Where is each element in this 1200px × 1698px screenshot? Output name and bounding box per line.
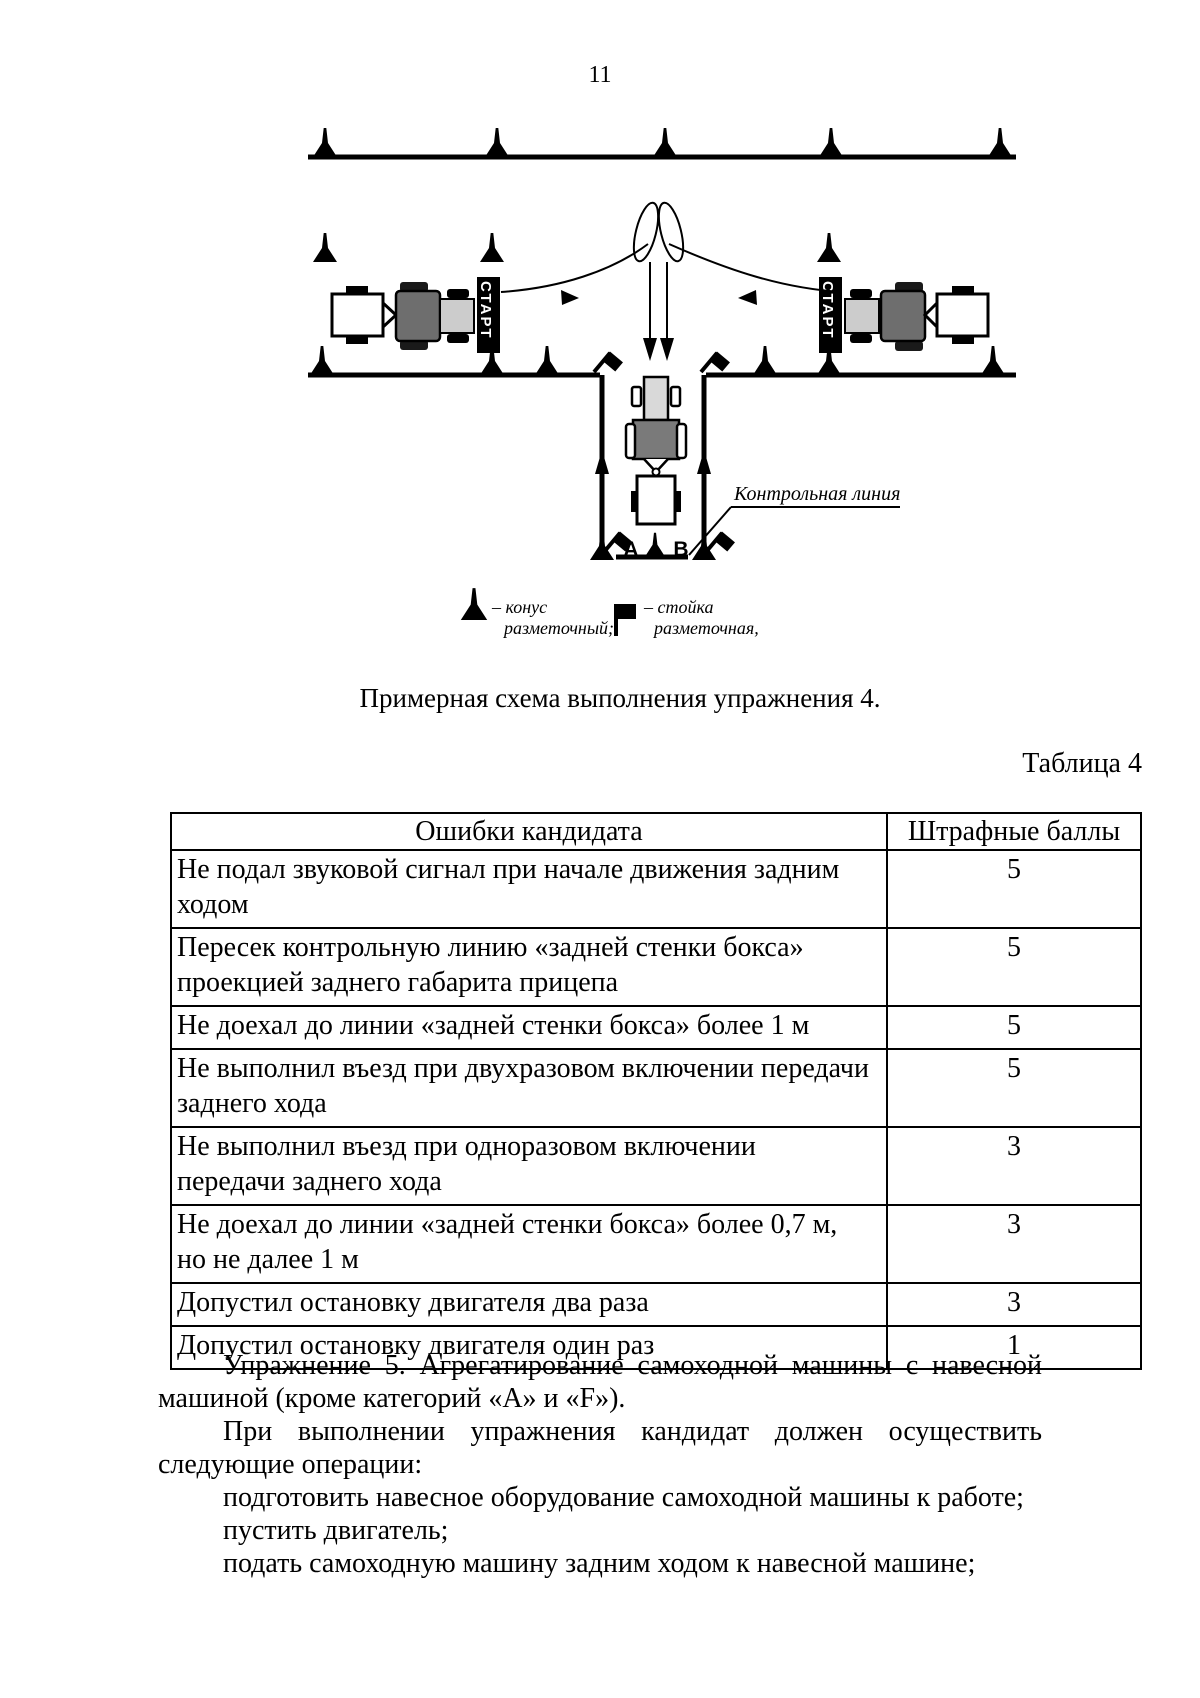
- marker-b-label: B: [673, 538, 688, 561]
- tractor-wheel: [895, 282, 923, 292]
- tractor-hood: [844, 298, 880, 334]
- points-cell: 1: [886, 1325, 1142, 1370]
- paragraph-operation-3: подать самоходную машину задним ходом к …: [223, 1548, 976, 1579]
- points-cell: 3: [886, 1204, 1142, 1284]
- legend-stand-icon: [614, 604, 636, 636]
- error-cell: Не подал звуковой сигнал при начале движ…: [170, 849, 888, 929]
- callout-leader: [688, 506, 732, 556]
- page-number: 11: [588, 62, 612, 88]
- trailer-wheel: [952, 336, 974, 344]
- tractor-cab: [394, 289, 442, 343]
- table-row: Не подал звуковой сигнал при начале движ…: [170, 849, 1142, 929]
- wall-arrow-up: [697, 450, 711, 474]
- table-label: Таблица 4: [1022, 748, 1142, 779]
- exercise5-text: Упражнение 5. Агрегатирование самоходной…: [158, 1349, 1042, 1580]
- lower-boundary-line: [308, 346, 1016, 378]
- trailer: [635, 474, 677, 526]
- control-line-label: Контрольная линия: [733, 483, 900, 505]
- legend-cone-line1: – конус: [491, 597, 547, 617]
- trailer-wheel: [631, 491, 638, 512]
- path-arrow-right: [561, 290, 579, 305]
- table-row: Допустил остановку двигателя два раза 3: [170, 1282, 1142, 1327]
- tractor-hood: [642, 375, 670, 422]
- path-arrow-left: [738, 290, 757, 305]
- wall-arrow-up: [595, 450, 609, 474]
- tractor-wheel: [895, 341, 923, 351]
- tractor-wheel: [850, 334, 872, 343]
- paragraph-operation-1: подготовить навесное оборудование самохо…: [223, 1482, 1024, 1513]
- middle-cone-row: [313, 233, 841, 262]
- penalty-table: Ошибки кандидата Штрафные баллы Не подал…: [170, 812, 1142, 1370]
- trailer: [330, 292, 385, 338]
- legend-cone-line2: разметочный;: [502, 618, 614, 638]
- tractor-wheel: [669, 385, 682, 408]
- start-sign-right: [819, 277, 842, 353]
- start-sign-left: [477, 277, 500, 353]
- hitch-ring: [651, 467, 661, 477]
- error-cell: Допустил остановку двигателя два раза: [170, 1282, 888, 1327]
- trailer-wheel: [952, 286, 974, 294]
- tractor-cab: [879, 289, 927, 343]
- tractor-wheel: [447, 289, 469, 298]
- trailer-wheel: [346, 286, 368, 294]
- column-header-points: Штрафные баллы: [886, 812, 1142, 851]
- tractor-cab: [631, 418, 681, 461]
- points-cell: 5: [886, 1005, 1142, 1050]
- stand-flag: [591, 349, 625, 385]
- trailer: [935, 292, 990, 338]
- points-cell: 5: [886, 927, 1142, 1007]
- manoeuvre-path: [500, 201, 842, 361]
- descent-arrow: [660, 338, 674, 361]
- legend-stand-line2: разметочная,: [652, 618, 759, 638]
- marker-a-label: A: [623, 538, 638, 561]
- top-boundary-line: [308, 128, 1016, 160]
- reversing-box: A B: [590, 349, 737, 565]
- error-cell: Пересек контрольную линию «задней стенки…: [170, 927, 888, 1007]
- points-cell: 5: [886, 1048, 1142, 1128]
- box-tractor-unit: [624, 375, 688, 526]
- tractor-wheel: [624, 422, 637, 460]
- exercise-diagram: СТАРТ СТАРТ: [308, 128, 1016, 638]
- table-row: Пересек контрольную линию «задней стенки…: [170, 927, 1142, 1007]
- hitch: [381, 301, 399, 329]
- error-cell: Не доехал до линии «задней стенки бокса»…: [170, 1204, 888, 1284]
- left-tractor-unit: СТАРТ: [330, 277, 500, 353]
- trailer-wheel: [346, 336, 368, 344]
- tractor-wheel: [400, 340, 428, 350]
- descent-arrow: [643, 338, 657, 361]
- error-cell: Не доехал до линии «задней стенки бокса»…: [170, 1005, 888, 1050]
- points-cell: 3: [886, 1282, 1142, 1327]
- hitch: [922, 301, 939, 329]
- paragraph-exercise5-title: Упражнение 5. Агрегатирование самоходной…: [158, 1350, 1042, 1414]
- tractor-hood: [439, 298, 475, 334]
- diagram-legend: – конус разметочный; – стойка разметочна…: [460, 588, 759, 638]
- table-row: Не доехал до линии «задней стенки бокса»…: [170, 1005, 1142, 1050]
- table-row: Не доехал до линии «задней стенки бокса»…: [170, 1204, 1142, 1284]
- start-sign-left-label: СТАРТ: [477, 281, 494, 339]
- start-sign-right-label: СТАРТ: [819, 281, 836, 339]
- column-header-errors: Ошибки кандидата: [170, 812, 888, 851]
- points-cell: 5: [886, 849, 1142, 929]
- control-line-callout: Контрольная линия: [688, 483, 900, 556]
- tractor-wheel: [447, 334, 469, 343]
- trailer-wheel: [674, 491, 681, 512]
- tractor-wheel: [400, 282, 428, 292]
- tractor-wheel: [675, 422, 688, 460]
- tractor-wheel: [630, 385, 643, 408]
- paragraph-operation-2: пустить двигатель;: [223, 1515, 449, 1546]
- table-row: Не выполнил въезд при одноразовом включе…: [170, 1126, 1142, 1206]
- right-tractor-unit: СТАРТ: [819, 277, 990, 353]
- error-cell: Допустил остановку двигателя один раз: [170, 1325, 888, 1370]
- paragraph-operations-intro: При выполнении упражнения кандидат долже…: [158, 1416, 1042, 1480]
- table-header-row: Ошибки кандидата Штрафные баллы: [170, 812, 1142, 851]
- error-cell: Не выполнил въезд при одноразовом включе…: [170, 1126, 888, 1206]
- legend-stand-line1: – стойка: [643, 597, 713, 617]
- diagram-caption: Примерная схема выполнения упражнения 4.: [359, 683, 881, 713]
- legend-cone-icon: [460, 588, 488, 620]
- points-cell: 3: [886, 1126, 1142, 1206]
- table-row: Допустил остановку двигателя один раз 1: [170, 1325, 1142, 1370]
- tractor-wheel: [850, 289, 872, 298]
- table-row: Не выполнил въезд при двухразовом включе…: [170, 1048, 1142, 1128]
- error-cell: Не выполнил въезд при двухразовом включе…: [170, 1048, 888, 1128]
